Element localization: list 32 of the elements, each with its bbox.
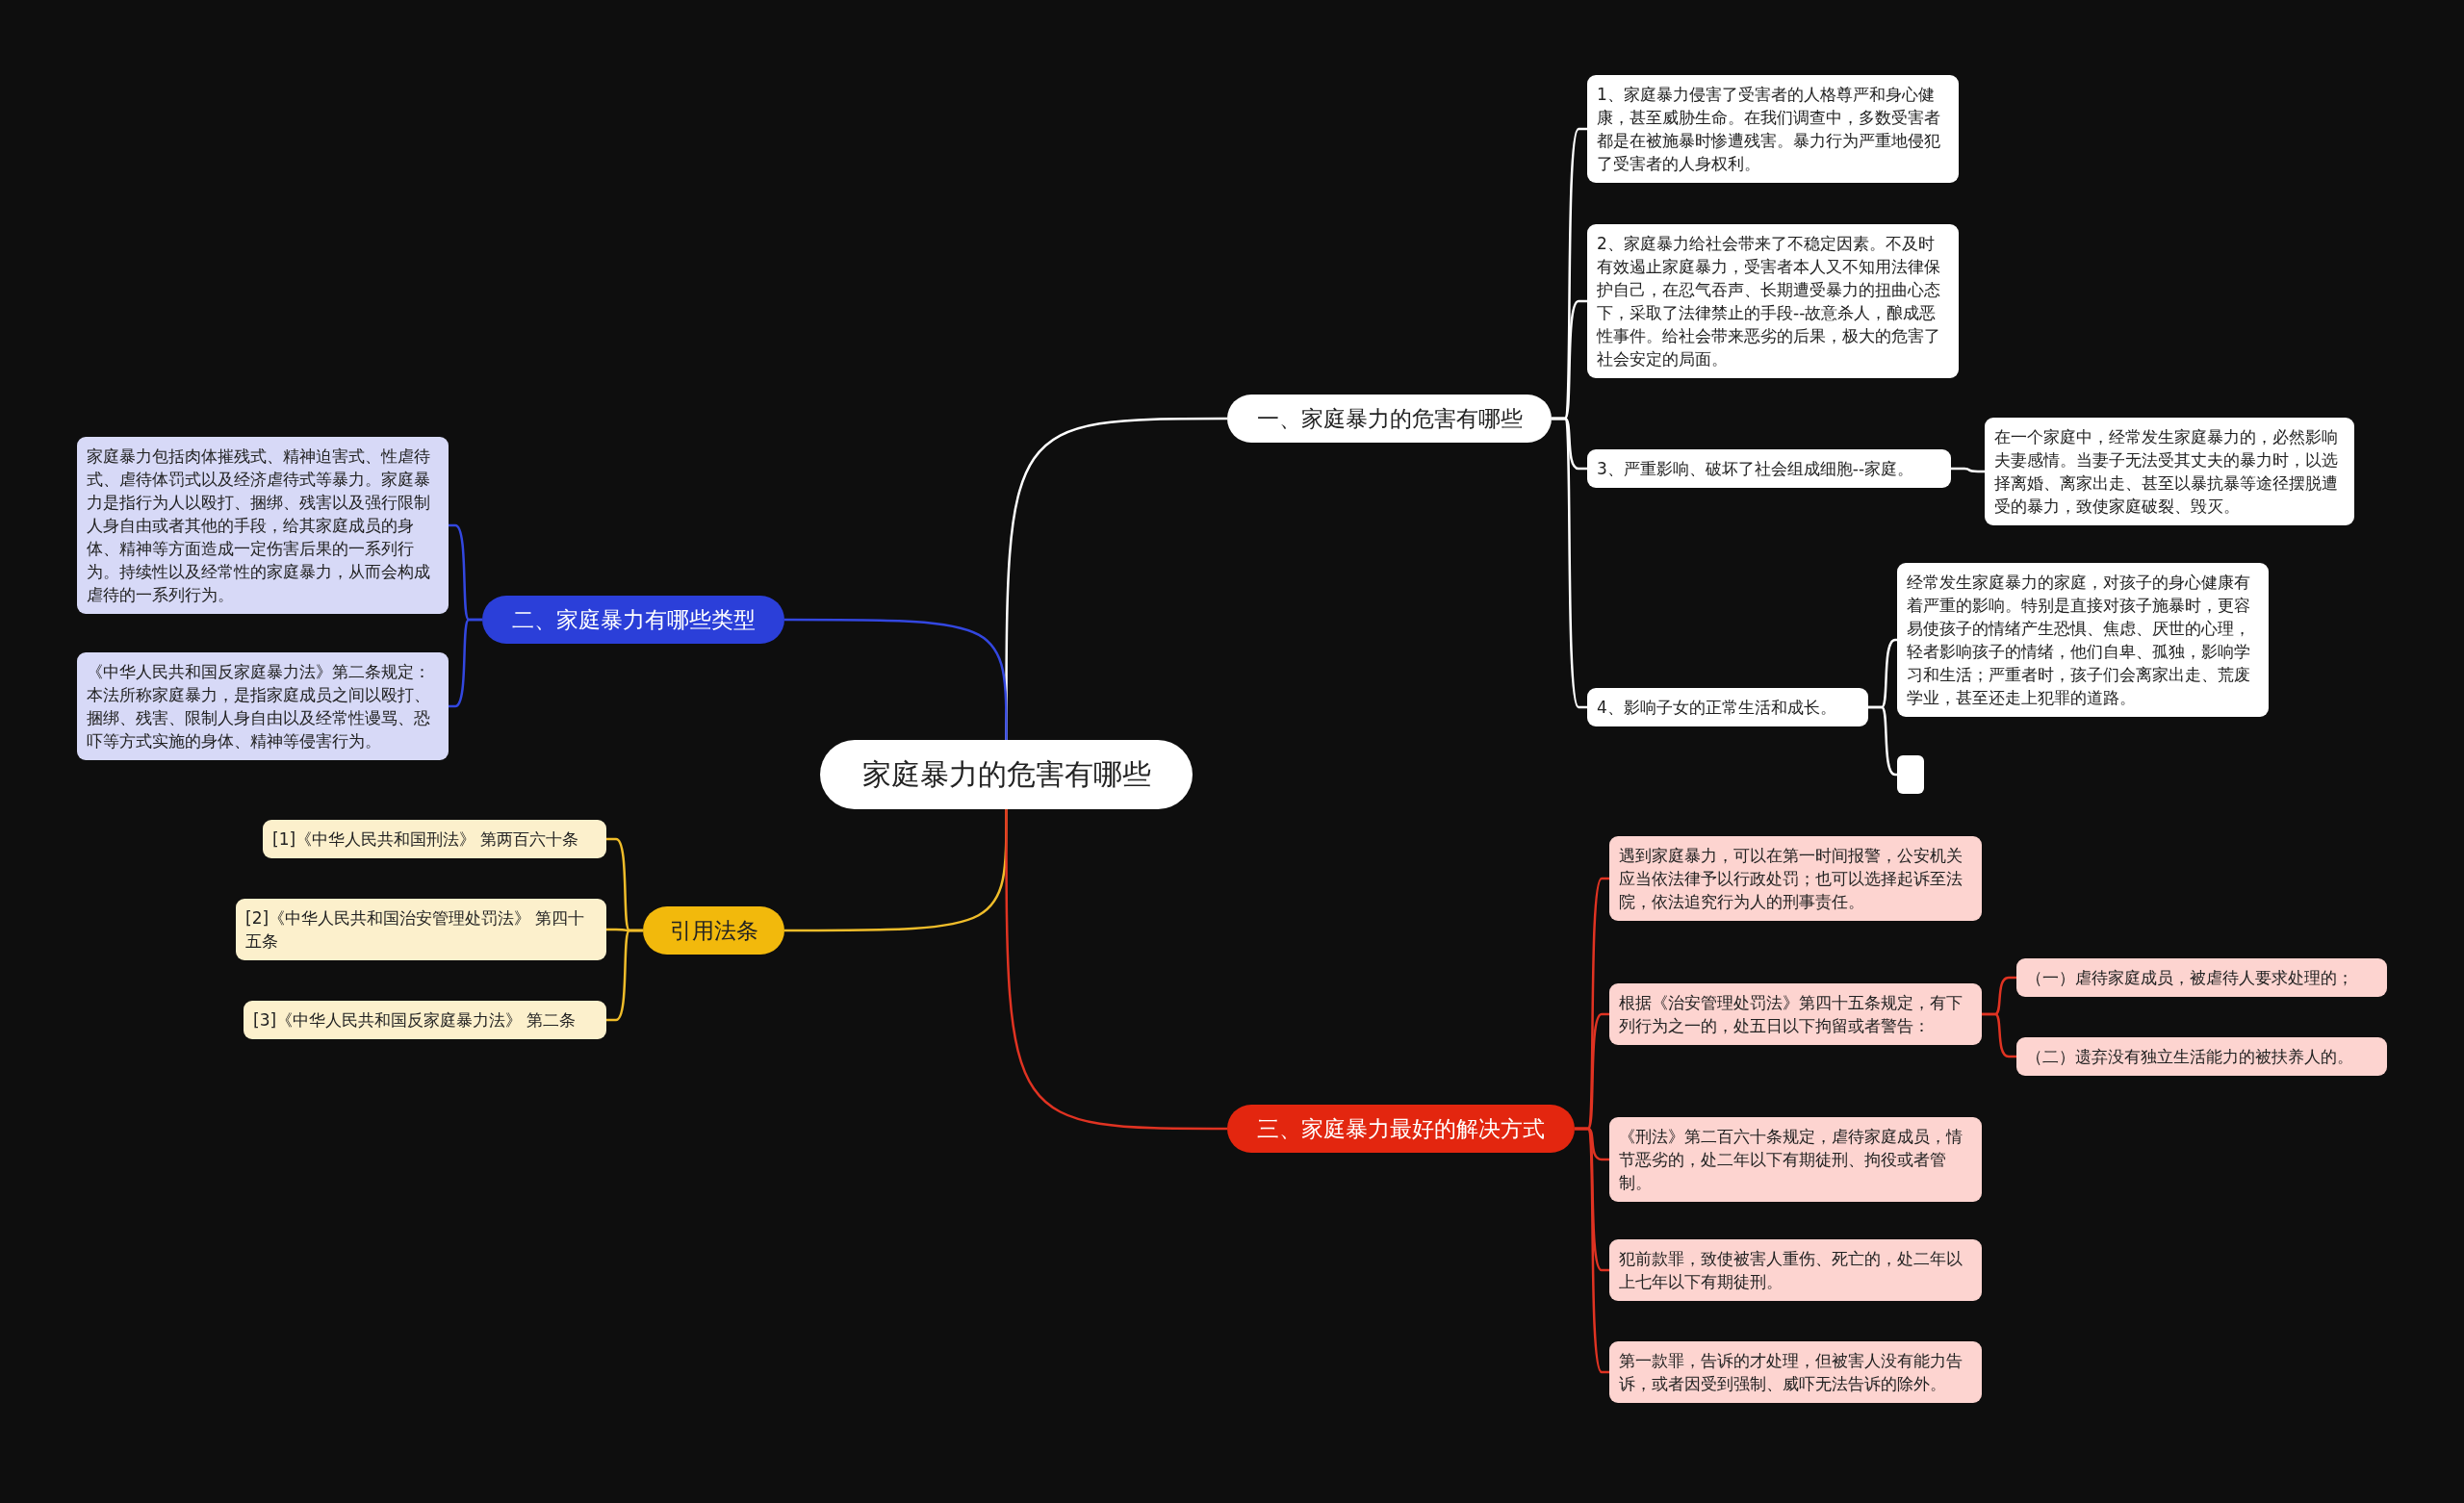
connector-line: [1868, 705, 1898, 777]
topic-box: 《刑法》第二百六十条规定，虐待家庭成员，情节恶劣的，处二年以下有期徒刑、拘役或者管制。: [1609, 1117, 1982, 1202]
connector-line: [1982, 1012, 2016, 1058]
connector-line: [1575, 1127, 1609, 1374]
topic-box: 遇到家庭暴力，可以在第一时间报警，公安机关应当依法律予以行政处罚；也可以选择起诉至法院，依法追究行为人的刑事责任。: [1609, 836, 1982, 921]
topic-box: 根据《治安管理处罚法》第四十五条规定，有下列行为之一的，处五日以下拘留或者警告：: [1609, 983, 1982, 1045]
topic-box: [3]《中华人民共和国反家庭暴力法》 第二条: [244, 1001, 606, 1039]
branch-topic: 引用法条: [643, 906, 784, 955]
empty-box: [1897, 755, 1924, 794]
connector-line: [449, 618, 482, 708]
central-topic: 家庭暴力的危害有哪些: [820, 740, 1193, 809]
topic-box: 在一个家庭中，经常发生家庭暴力的，必然影响夫妻感情。当妻子无法受其丈夫的暴力时，以选择离婚、离家出走、甚至以暴抗暴等途径摆脱遭受的暴力，致使家庭破裂、毁灭。: [1985, 418, 2354, 525]
topic-box: 2、家庭暴力给社会带来了不稳定因素。不及时有效遏止家庭暴力，受害者本人又不知用法律保护自己，在忍气吞声、长期遭受暴力的扭曲心态下，采取了法律禁止的手段--故意杀人，酿成恶性事件。给社会带来恶劣的后果，极大的危害了社会安定的局面。: [1587, 224, 1959, 378]
topic-box: [2]《中华人民共和国治安管理处罚法》 第四十五条: [236, 899, 606, 960]
topic-box: 《中华人民共和国反家庭暴力法》第二条规定：本法所称家庭暴力，是指家庭成员之间以殴打、捆绑、残害、限制人身自由以及经常性谩骂、恐吓等方式实施的身体、精神等侵害行为。: [77, 652, 449, 760]
connector-line: [784, 618, 1008, 740]
topic-box: 第一款罪，告诉的才处理，但被害人没有能力告诉，或者因受到强制、威吓无法告诉的除外。: [1609, 1341, 1982, 1403]
connector-line: [1552, 417, 1587, 709]
topic-box: 犯前款罪，致使被害人重伤、死亡的，处二年以上七年以下有期徒刑。: [1609, 1239, 1982, 1301]
connector-line: [1005, 809, 1227, 1131]
topic-box: （一）虐待家庭成员，被虐待人要求处理的；: [2016, 958, 2387, 997]
branch-topic: 二、家庭暴力有哪些类型: [482, 596, 784, 644]
topic-box: 1、家庭暴力侵害了受害者的人格尊严和身心健康，甚至威胁生命。在我们调查中，多数受害者都是在被施暴时惨遭残害。暴力行为严重地侵犯了受害者的人身权利。: [1587, 75, 1959, 183]
topic-box: （二）遗弃没有独立生活能力的被扶养人的。: [2016, 1037, 2387, 1076]
topic-box: 家庭暴力包括肉体摧残式、精神迫害式、性虐待式、虐待体罚式以及经济虐待式等暴力。家庭暴力是指行为人以殴打、捆绑、残害以及强行限制人身自由或者其他的手段，给其家庭成员的身体、精神等方面造成一定伤害后果的一系列行为。持续性以及经常性的家庭暴力，从而会构成虐待的一系列行为。: [77, 437, 449, 614]
topic-box: 4、影响子女的正常生活和成长。: [1587, 688, 1868, 726]
branch-topic: 三、家庭暴力最好的解决方式: [1227, 1105, 1575, 1153]
branch-topic: 一、家庭暴力的危害有哪些: [1227, 395, 1552, 443]
topic-box: 经常发生家庭暴力的家庭，对孩子的身心健康有着严重的影响。特别是直接对孩子施暴时，更容易使孩子的情绪产生恐惧、焦虑、厌世的心理，轻者影响孩子的情绪，他们自卑、孤独，影响学习和生活；严重者时，孩子们会离家出走、荒废学业，甚至还走上犯罪的道路。: [1897, 563, 2269, 717]
connector-line: [1951, 467, 1985, 473]
topic-box: [1]《中华人民共和国刑法》 第两百六十条: [263, 820, 606, 858]
topic-box: 3、严重影响、破坏了社会组成细胞--家庭。: [1587, 449, 1951, 488]
